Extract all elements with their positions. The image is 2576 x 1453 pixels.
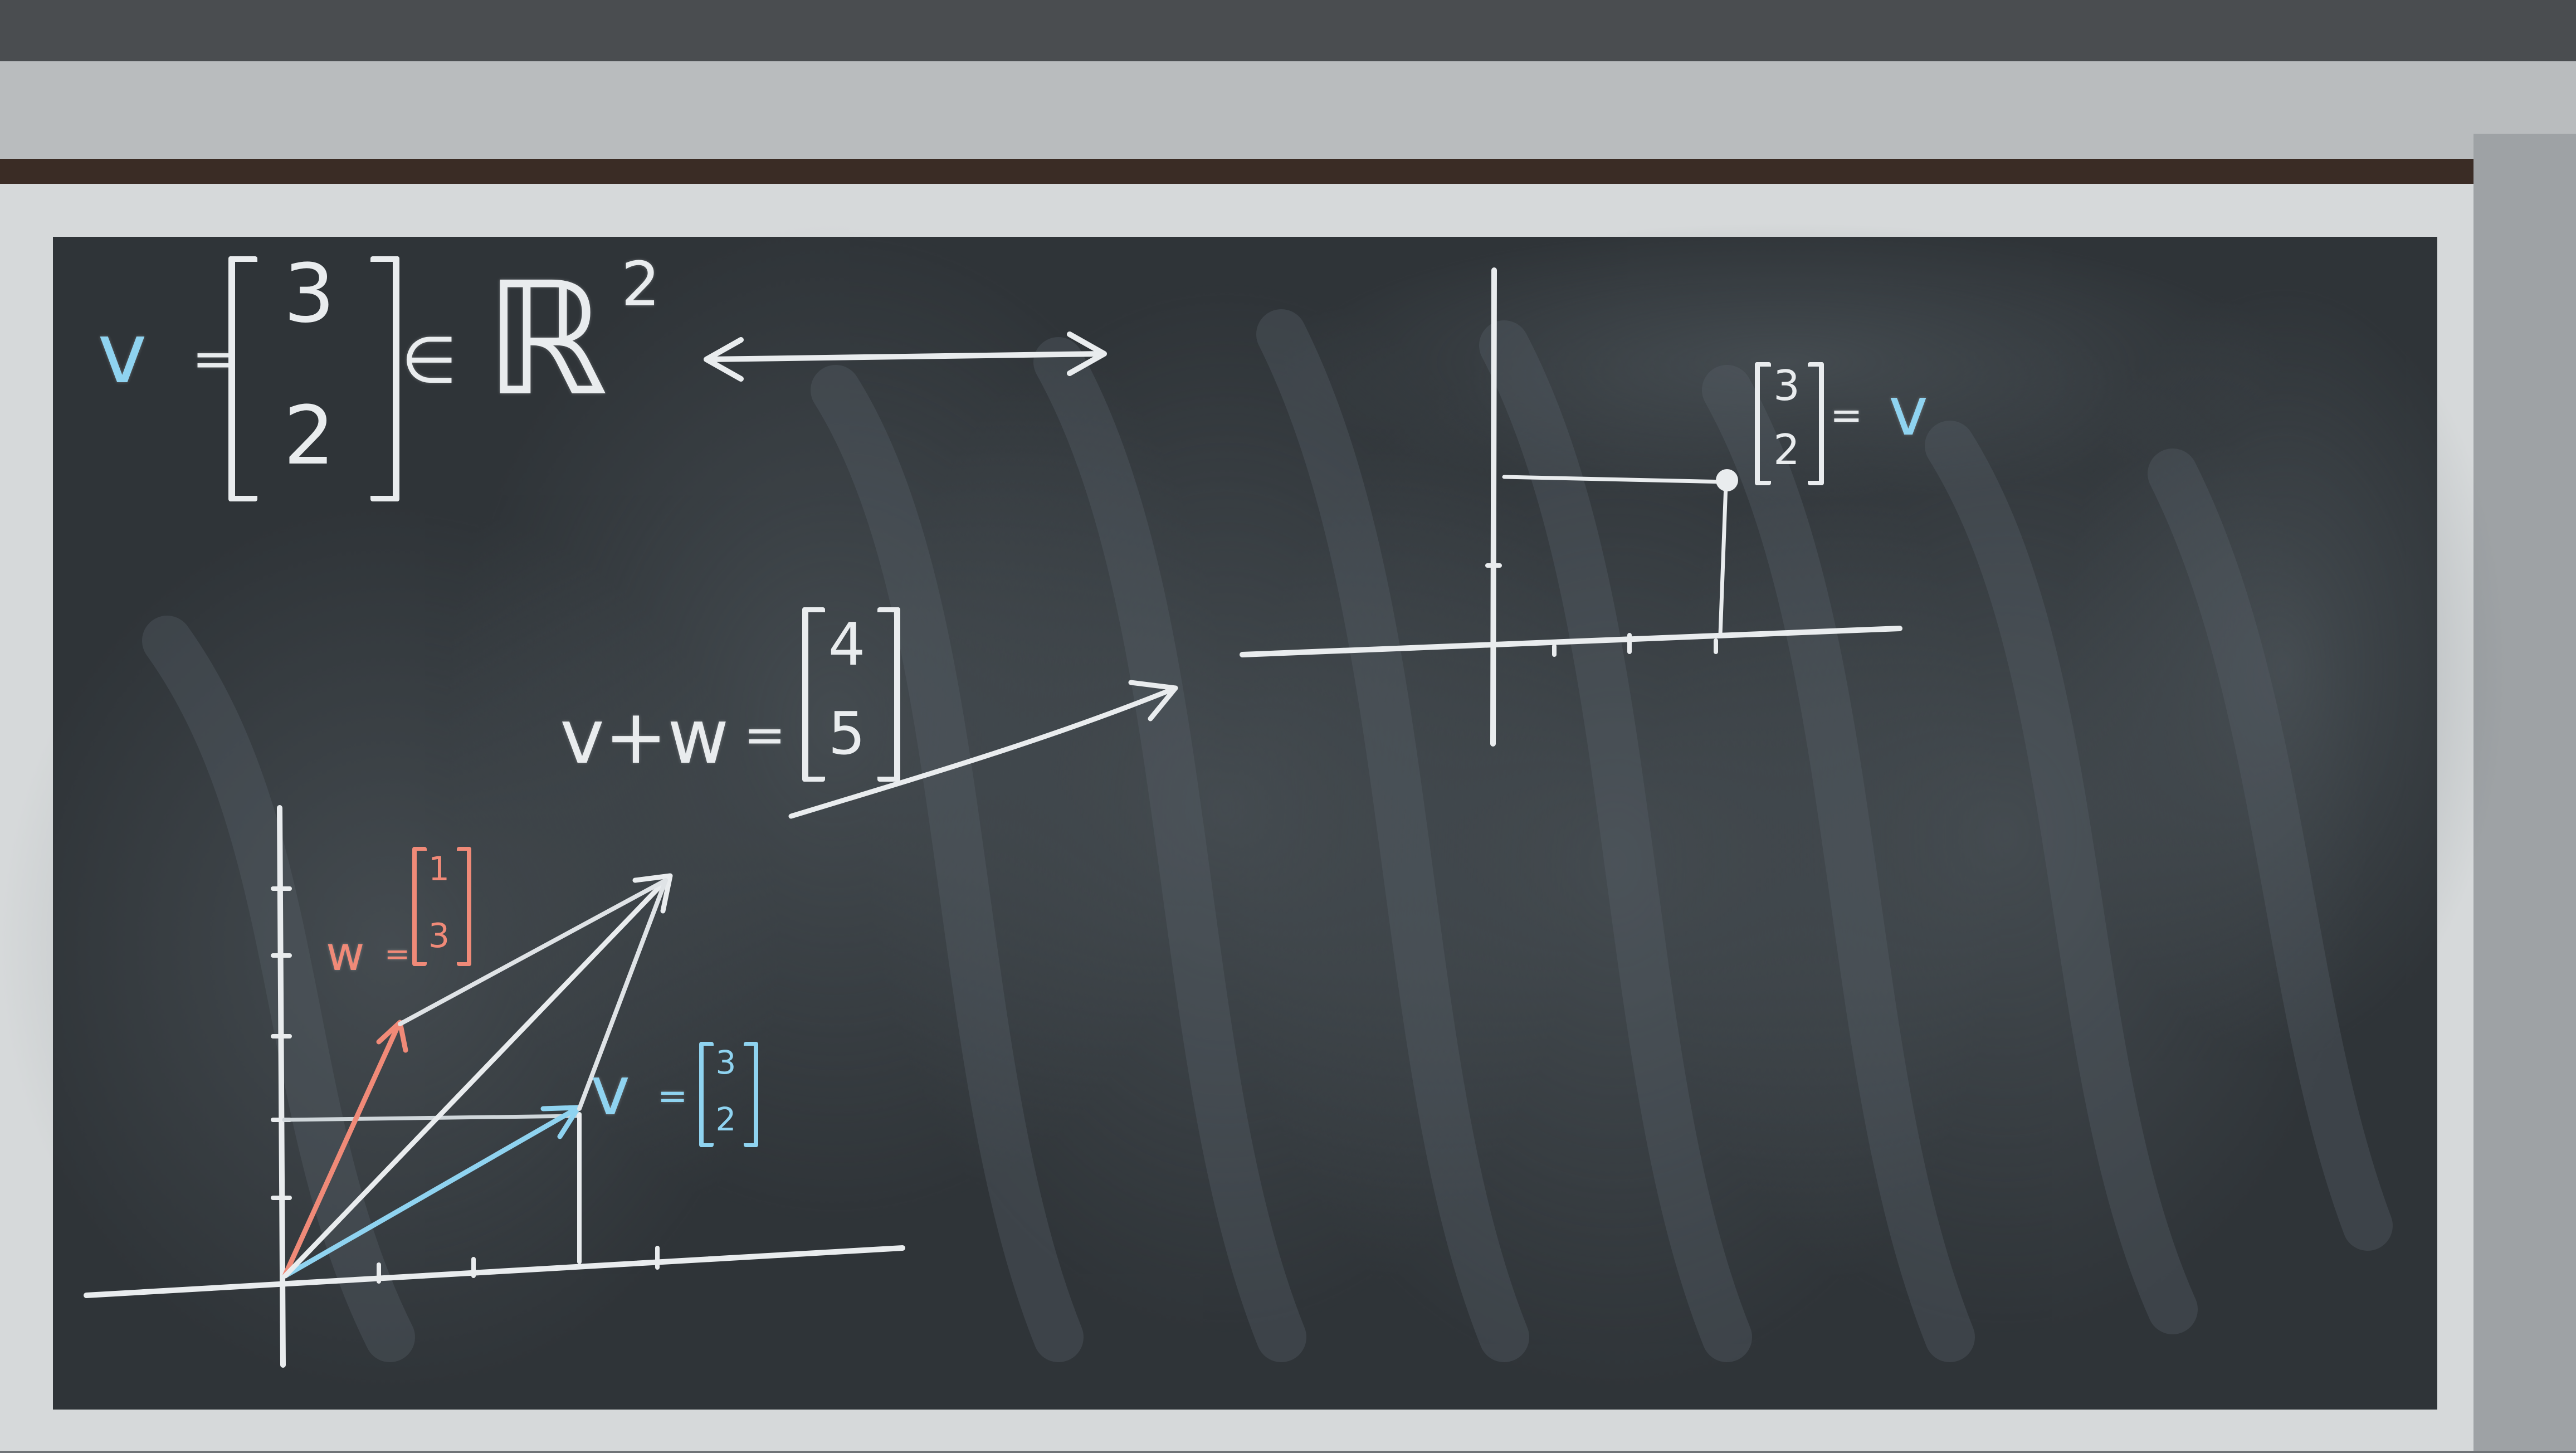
point-graph: [1240, 267, 1902, 747]
element-of-symbol: ∈: [401, 323, 457, 398]
w-right-bracket: [457, 847, 471, 966]
w-top: 1: [428, 850, 450, 889]
equation-bottom: 2: [283, 389, 335, 483]
w-left-bracket: [412, 847, 427, 966]
vector-diagram: [84, 805, 905, 1368]
v-equals: =: [657, 1075, 688, 1117]
w-bottom: 3: [428, 916, 450, 955]
v-top: 3: [715, 1044, 736, 1081]
double-arrow-icon: [704, 331, 1107, 382]
point-right-bracket: [1808, 362, 1824, 485]
point-vector: 3 2: [1767, 365, 1806, 471]
sum-bottom: 5: [828, 700, 866, 768]
eraser-smears: [0, 223, 2507, 1393]
point-dot: [1716, 469, 1738, 491]
top-ledge: [0, 61, 2576, 162]
eraser-strokes: [142, 309, 2393, 1362]
rail: [0, 159, 2485, 186]
vector-w: [282, 1022, 401, 1278]
v-bottom: 2: [715, 1100, 736, 1138]
point-var: v: [1889, 373, 1929, 451]
point-bottom: 2: [1773, 425, 1800, 474]
equation-left-bracket: [228, 256, 257, 501]
sum-right-bracket: [877, 607, 900, 782]
y-axis: [277, 805, 286, 1368]
equation-var: v: [97, 305, 147, 402]
vector-v: [282, 1106, 579, 1279]
w-equals: =: [384, 936, 411, 972]
equation-top: 3: [283, 247, 335, 341]
pointer-arrow-icon: [788, 680, 1178, 819]
vector-sum: [282, 875, 671, 1279]
v-left-bracket: [699, 1042, 714, 1147]
equation-equals: =: [192, 330, 235, 388]
sum-left-bracket: [802, 607, 825, 782]
equation-right-bracket: [370, 256, 399, 501]
w-var: w: [326, 927, 365, 982]
point-left-bracket: [1755, 362, 1771, 485]
x-axis: [1240, 626, 1902, 657]
v-vector: 3 2: [709, 1046, 743, 1135]
y-axis: [1490, 267, 1497, 747]
w-vector: 1 3: [422, 852, 456, 953]
exponent: 2: [621, 248, 660, 320]
sum-equals: =: [744, 706, 786, 764]
point-equals: =: [1830, 392, 1863, 438]
sum-vector: 4 5: [819, 616, 875, 763]
equation-vector: 3 2: [259, 253, 359, 476]
sum-lhs: v+w: [560, 693, 729, 781]
point-top: 3: [1773, 361, 1800, 410]
v-right-bracket: [744, 1042, 758, 1147]
ceiling-strip: [0, 0, 2576, 61]
sum-top: 4: [828, 611, 866, 679]
v-var: v: [591, 1053, 631, 1130]
x-axis: [84, 1245, 905, 1298]
real-space-symbol: ℝ: [485, 249, 608, 431]
